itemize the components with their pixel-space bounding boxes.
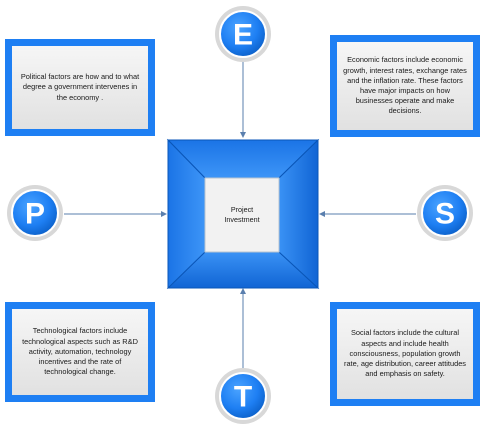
circle-t: T [215,368,271,424]
center-label: Project Investment [224,205,260,224]
circle-p: P [7,185,63,241]
circle-s-fill [421,189,469,237]
circle-p-fill [11,189,59,237]
political-factors-box: Political factors are how and to what de… [5,39,155,136]
technological-factors-box: Technological factors include technologi… [5,302,155,402]
circle-e-fill [219,10,267,58]
center-block [166,138,320,290]
circle-e-letter: E [233,19,253,52]
economic-factors-box: Economic factors include economic growth… [330,35,480,137]
circle-p-letter: P [25,198,45,231]
circle-s: S [417,185,473,241]
circle-t-letter: T [234,381,252,414]
political-factors-text: Political factors are how and to what de… [20,72,140,102]
social-factors-text: Social factors include the cultural aspe… [343,328,466,379]
technological-factors-text: Technological factors include technologi… [22,326,138,377]
circle-t-fill [219,372,267,420]
center-block-inner-face [204,177,280,253]
circle-e: E [215,6,271,62]
economic-factors-text: Economic factors include economic growth… [343,55,467,116]
circle-s-letter: S [435,198,455,231]
social-factors-box: Social factors include the cultural aspe… [330,302,480,406]
